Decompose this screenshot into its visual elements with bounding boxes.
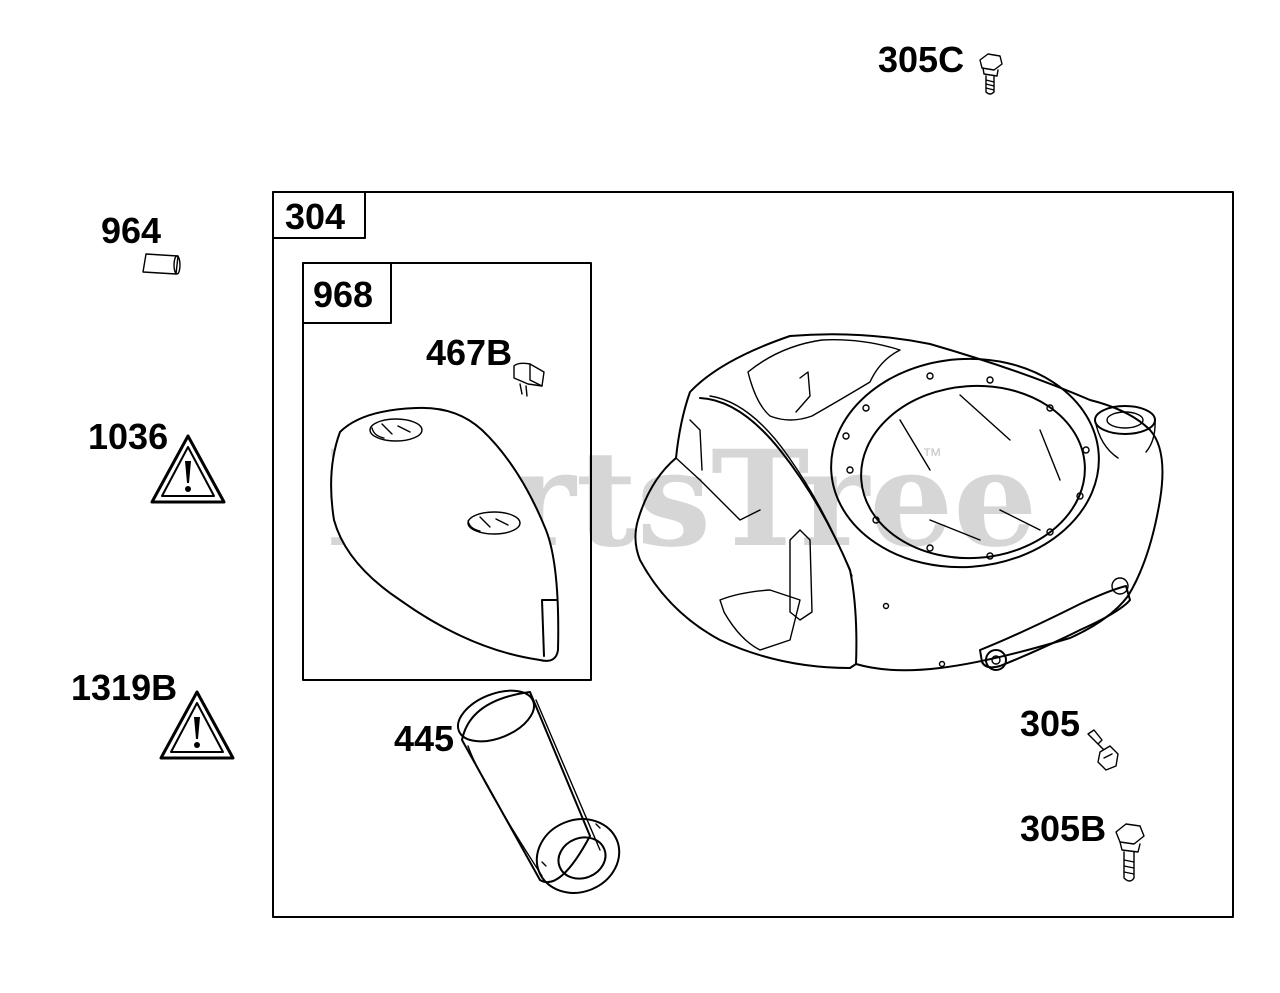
- bolt-305C-icon: [979, 53, 1003, 95]
- warning-triangle-icon: [159, 690, 235, 760]
- air-filter-445-icon: [457, 689, 621, 894]
- blower-cover-968-icon: [330, 406, 560, 662]
- watermark-trademark: ™: [922, 445, 942, 467]
- part-label-1036[interactable]: 1036: [88, 416, 168, 457]
- part-label-964[interactable]: 964: [101, 210, 161, 251]
- clip-467B-icon: [513, 362, 545, 397]
- bolt-305B-icon: [1115, 823, 1145, 882]
- part-label-304[interactable]: 304: [285, 196, 345, 237]
- kit-968-frame: [302, 262, 592, 681]
- kit-304-label-box: [272, 191, 366, 239]
- kit-968-label-box: [302, 262, 392, 324]
- part-label-467B[interactable]: 467B: [426, 332, 512, 373]
- kit-304-frame: [272, 191, 1234, 918]
- part-label-305C[interactable]: 305C: [878, 39, 964, 80]
- part-label-445[interactable]: 445: [394, 718, 454, 759]
- part-label-305[interactable]: 305: [1020, 703, 1080, 744]
- warning-triangle-icon: [150, 434, 226, 504]
- part-label-1319B[interactable]: 1319B: [71, 667, 177, 708]
- part-label-305B[interactable]: 305B: [1020, 808, 1106, 849]
- blower-housing-icon: [634, 333, 1164, 672]
- sleeve-964-icon: [142, 253, 181, 275]
- screw-305-icon: [1087, 729, 1119, 771]
- part-label-968[interactable]: 968: [313, 274, 373, 315]
